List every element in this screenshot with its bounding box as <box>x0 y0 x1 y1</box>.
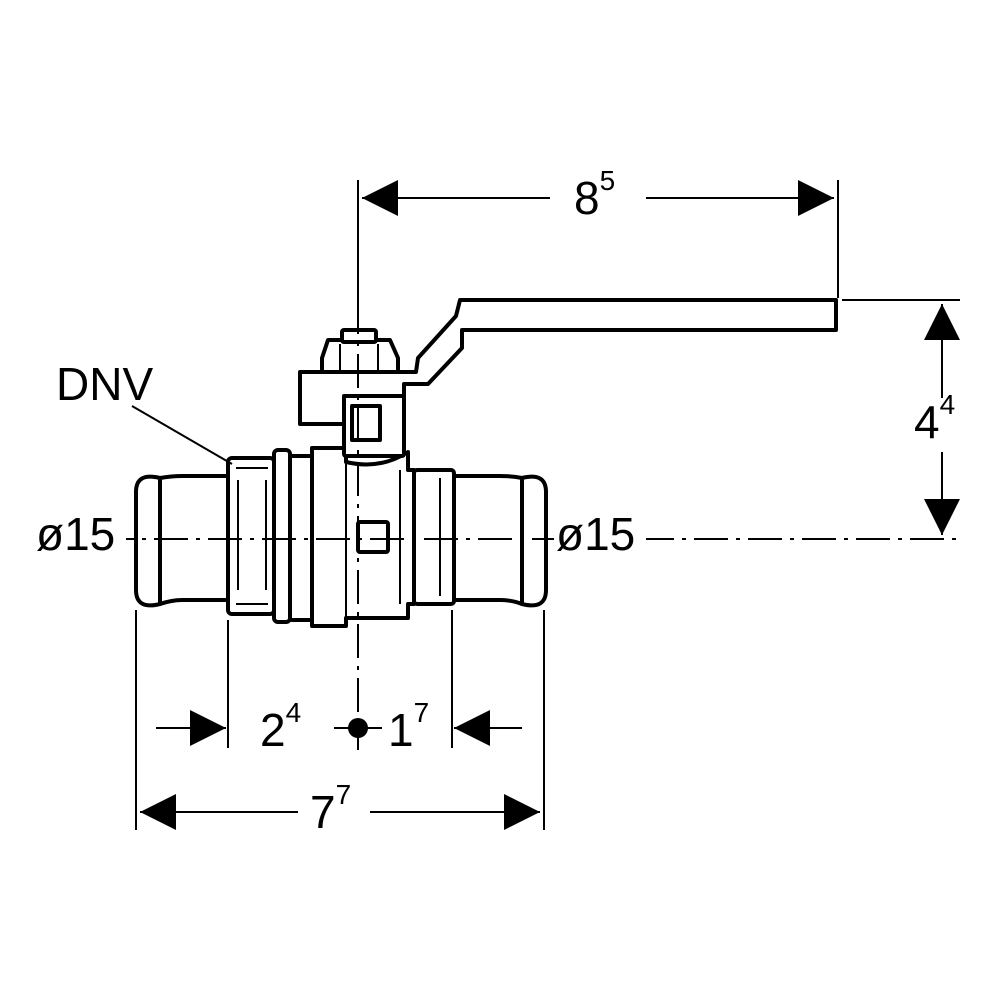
body-square-boss <box>356 520 390 554</box>
dnv-label: DNV <box>56 358 153 410</box>
total-length-sup: 7 <box>336 779 352 810</box>
right-body-section <box>412 468 456 606</box>
handle-bracket <box>298 298 838 426</box>
right-press-fitting <box>452 474 548 608</box>
collar-ring <box>272 448 292 624</box>
height-sup: 4 <box>940 389 956 420</box>
dimension-offsets: 24 17 <box>156 697 522 756</box>
right-diameter-label: ø15 <box>556 508 635 560</box>
dimension-height: 44 <box>914 304 960 535</box>
right-offset-value: 1 <box>388 704 414 756</box>
left-diameter-label: ø15 <box>36 508 115 560</box>
left-offset-value: 2 <box>260 704 286 756</box>
dnv-leader-line <box>131 405 233 465</box>
svg-text:44: 44 <box>914 389 955 448</box>
centre-point-dot <box>348 718 368 738</box>
dimension-total-length: 77 <box>140 779 540 838</box>
handle-length-sup: 5 <box>600 165 616 196</box>
ball-valve <box>134 298 838 628</box>
stem-nut <box>320 338 400 374</box>
right-offset-sup: 7 <box>414 697 430 728</box>
svg-text:85: 85 <box>574 165 615 224</box>
svg-text:24: 24 <box>260 697 301 756</box>
handle-length-value: 8 <box>574 172 600 224</box>
svg-text:17: 17 <box>388 697 429 756</box>
left-press-fitting <box>134 474 230 608</box>
left-union-nut <box>226 456 276 616</box>
left-offset-sup: 4 <box>286 697 302 728</box>
total-length-value: 7 <box>310 786 336 838</box>
dimension-handle-length: 85 <box>362 165 834 224</box>
dnv-callout: DNV <box>56 358 233 465</box>
height-value: 4 <box>914 396 940 448</box>
svg-text:77: 77 <box>310 779 351 838</box>
